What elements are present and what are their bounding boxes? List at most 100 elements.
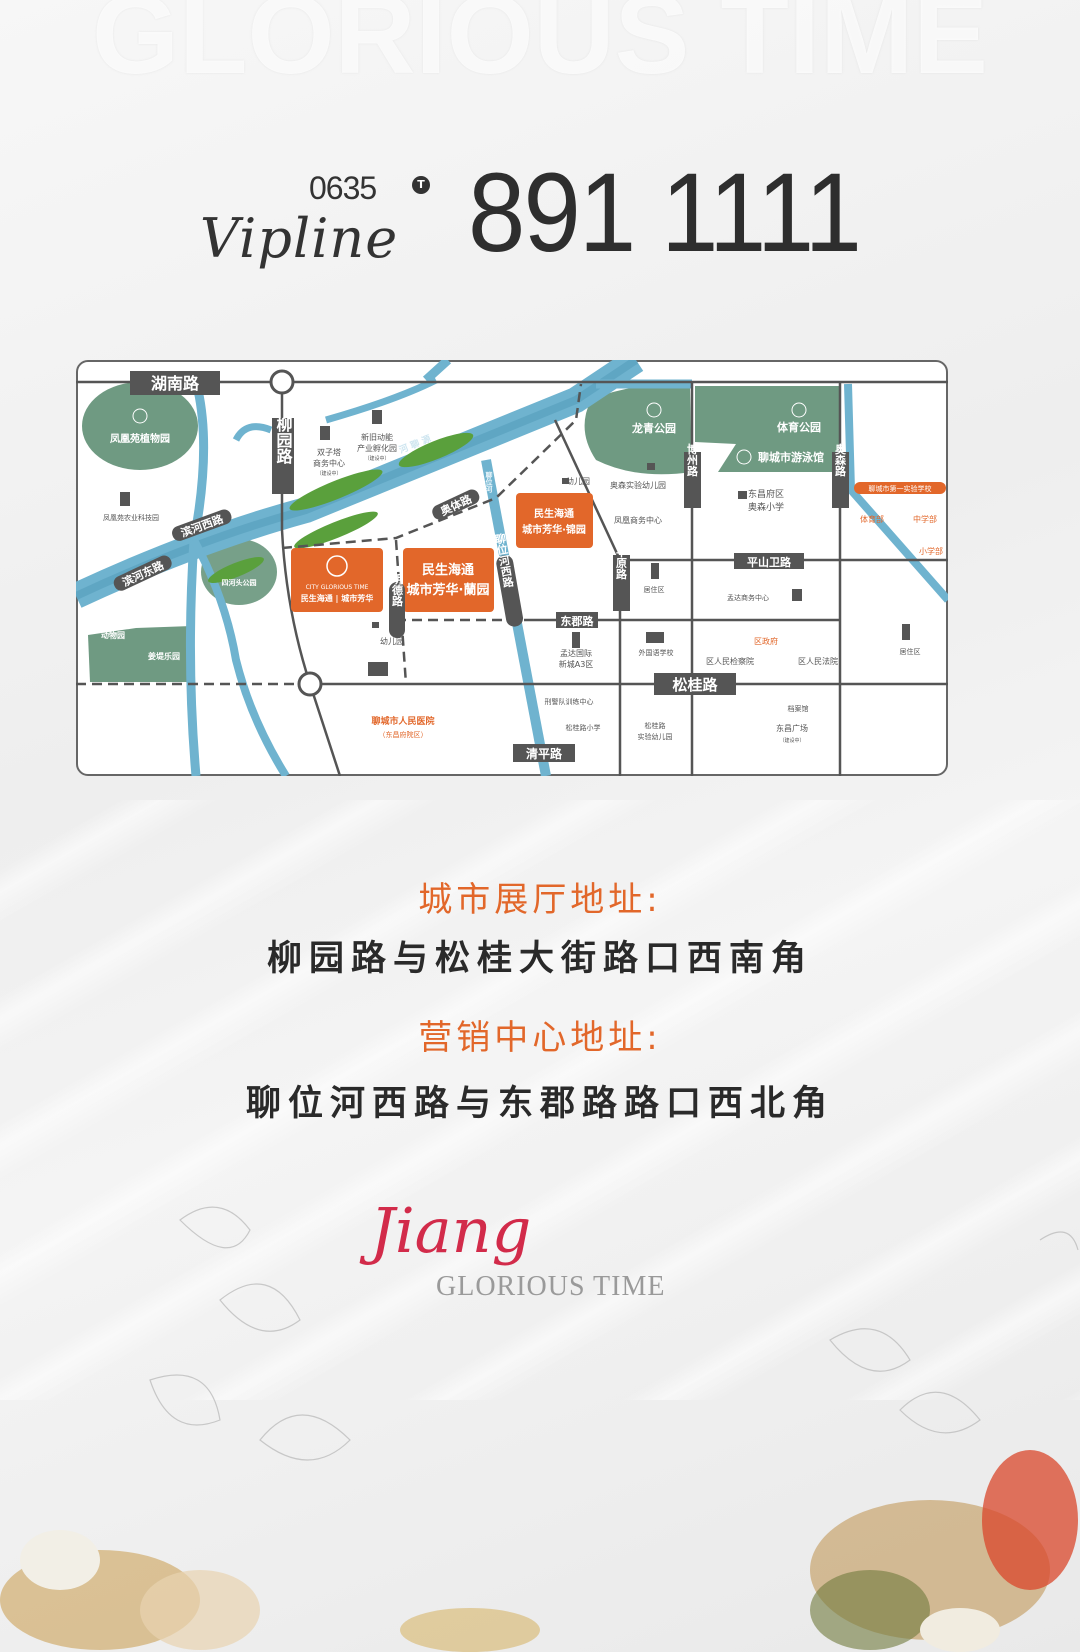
background-watermark: GLORIOUS TIME — [92, 0, 988, 97]
showroom-address-heading: 城市展厅地址: — [418, 880, 662, 920]
poi-first-school: 聊城市第一实验学校 — [869, 484, 932, 493]
hotline-script-label: Vipline — [200, 207, 399, 270]
sales-center-address-heading: 营销中心地址: — [418, 1018, 662, 1058]
park-tiyu — [695, 386, 840, 472]
poi-archives: 档案馆 — [788, 704, 809, 713]
poi-dongchang: （建设中） — [779, 737, 804, 744]
road-label-aosen: 奥森路 — [834, 442, 848, 477]
poi-aosen-kinder: 奥森实验幼儿园 — [610, 480, 666, 490]
building-icon — [320, 426, 330, 440]
jinyuan-line2: 城市芳华·锦园 — [522, 523, 586, 536]
building-icon — [572, 632, 580, 648]
school-icon — [562, 478, 569, 484]
poi-kindergarten: 幼儿园 — [380, 636, 404, 646]
brand-script: Jiang — [370, 1194, 532, 1267]
showroom-address: 柳园路与松桂大街路口西南角 — [266, 939, 813, 979]
road-label-mingde: 明德路 — [391, 573, 405, 607]
park-labels: 凤凰苑植物园 四河头公园 动物园 姜堤乐园 龙青公园 体育公园 聊城市游泳馆 — [101, 402, 824, 661]
school-icon — [372, 622, 379, 628]
park-label-sihetou: 四河头公园 — [222, 578, 257, 587]
phone-badge-icon: T — [412, 176, 430, 194]
road-label-bozhou: 博州路 — [686, 442, 700, 477]
poi-zhongxue-bu: 中学部 — [913, 514, 937, 524]
building-icon — [651, 563, 659, 579]
poi-mengda-a3: 新城A3区 — [559, 659, 594, 669]
project-jinyuan[interactable] — [516, 493, 593, 548]
poi-xinjiu: 产业孵化园 — [357, 443, 397, 453]
road-label-liuyuan: 柳园路 — [274, 415, 293, 465]
map-svg: CITY GLORIOUS TIME 民生海通 | 城市芳华 民生海通 城市芳华… — [76, 360, 948, 776]
poi-foreign-school: 外国语学校 — [639, 648, 674, 657]
floral-decoration — [0, 1206, 1079, 1652]
poi-labels: 双子塔 商务中心 （建设中） 新旧动能 产业孵化园 （建设中） 凤凰苑农业科技园… — [103, 432, 946, 744]
park-label-tiyu: 体育公园 — [777, 420, 821, 434]
poi-shuangzita: 商务中心 — [313, 458, 345, 468]
school-icon — [738, 491, 747, 499]
poi-hospital: （东昌府院区） — [379, 730, 428, 739]
road-label-pingshanwei: 平山卫路 — [747, 555, 792, 569]
river-west — [185, 389, 209, 776]
park-label-fenghuang: 凤凰苑植物园 — [110, 432, 170, 445]
project-glorious-time[interactable] — [291, 548, 383, 612]
poi-dongchang: 东昌广场 — [776, 723, 808, 733]
park-longqing — [584, 385, 692, 475]
poi-aosen-school: 东昌府区 — [748, 488, 784, 500]
building-icon — [368, 662, 388, 676]
building-icon — [372, 410, 382, 424]
road-label-songgui: 松桂路 — [672, 676, 718, 694]
building-icon — [792, 589, 802, 601]
area-code: 0635 — [309, 170, 377, 206]
hotline-number[interactable]: 891 1111 — [468, 150, 862, 275]
park-icon — [791, 402, 807, 418]
poi-xinjiu: （建设中） — [364, 455, 389, 462]
jinyuan-line1: 民生海通 — [534, 507, 574, 520]
poi-court: 区人民法院 — [798, 656, 838, 666]
background-sheen — [0, 800, 1080, 1400]
glorious-en: CITY GLORIOUS TIME — [306, 584, 369, 591]
river-label-liaowei: 聊位河 — [485, 471, 493, 494]
lanyuan-line1: 民生海通 — [422, 562, 474, 578]
road-label-hunan: 湖南路 — [151, 374, 200, 393]
poi-xiaoxue-bu: 小学部 — [919, 546, 943, 556]
road-label-dongjun: 东郡路 — [561, 614, 595, 628]
poi-residential: 居住区 — [644, 585, 665, 594]
poi-district-gov: 区政府 — [754, 636, 778, 646]
poi-xinjiu: 新旧动能 — [361, 432, 393, 442]
poi-tiyu-bu: 体育部 — [860, 514, 884, 524]
poi-police: 刑警队训练中心 — [545, 697, 594, 706]
brand-tagline: GLORIOUS TIME — [436, 1271, 666, 1302]
glorious-cn: 民生海通 | 城市芳华 — [301, 593, 374, 603]
parks — [82, 382, 840, 682]
glorious-logo-icon — [326, 555, 348, 577]
school-icon — [647, 463, 655, 470]
building-icon — [902, 624, 910, 640]
poi-mengda-a3: 孟达国际 — [560, 648, 592, 658]
poi-songgui-kinder: 松桂路 — [645, 721, 666, 730]
park-label-jiangdi: 姜堤乐园 — [148, 651, 180, 661]
poi-mengda-biz: 孟达商务中心 — [727, 593, 769, 602]
park-label-swim: 聊城市游泳馆 — [758, 450, 824, 464]
lanyuan-line2: 城市芳华·蘭园 — [407, 582, 490, 598]
poi-shuangzita: （建设中） — [316, 470, 341, 477]
location-map: CITY GLORIOUS TIME 民生海通 | 城市芳华 民生海通 城市芳华… — [76, 360, 948, 776]
vertical-road-labels: 柳园路 明德路 聊位河西路 平原路 博州路 奥森路 聊位河 — [272, 415, 849, 638]
river-east — [844, 383, 948, 603]
poi-procuratorate: 区人民检察院 — [706, 656, 754, 666]
building-icon — [120, 492, 130, 506]
swim-icon — [736, 449, 752, 465]
poi-songgui-kinder: 实验幼儿园 — [638, 732, 673, 741]
poi-fenghuang-biz: 凤凰商务中心 — [614, 515, 662, 525]
project-lanyuan[interactable] — [403, 548, 494, 612]
brand-logo: Jiang GLORIOUS TIME — [370, 1195, 670, 1315]
poi-hospital: 聊城市人民医院 — [371, 715, 434, 727]
park-icon — [132, 408, 148, 424]
poi-residential: 居住区 — [900, 647, 921, 656]
rivers — [76, 360, 948, 776]
poi-shuangzita: 双子塔 — [317, 447, 341, 457]
poi-aosen-school: 奥森小学 — [748, 501, 784, 513]
park-zoo — [88, 626, 192, 682]
road-label-pingyuan: 平原路 — [615, 546, 628, 580]
poi-nongye: 凤凰苑农业科技园 — [103, 513, 159, 522]
sales-center-address: 聊位河西路与东郡路路口西北角 — [245, 1084, 834, 1124]
poi-kindergarten: 幼儿园 — [566, 476, 590, 486]
